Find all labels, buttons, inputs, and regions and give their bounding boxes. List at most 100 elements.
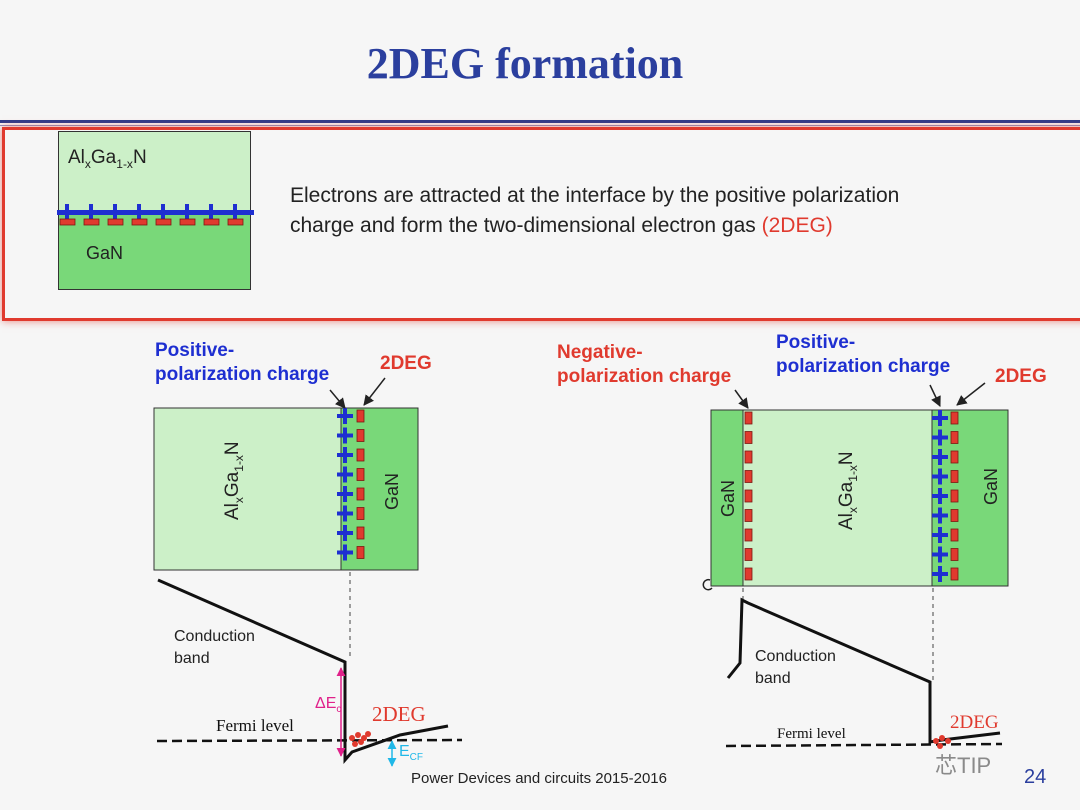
negative-charge: [179, 218, 196, 226]
top-gan-label: GaN: [86, 243, 124, 263]
top-gan-layer: [58, 225, 251, 290]
positive-charge-bar: [89, 204, 93, 220]
negative-charge: [950, 567, 959, 581]
right-left-edge-curl: [702, 578, 713, 591]
right-negative-pointer: [734, 389, 749, 409]
positive-charge-bar: [343, 486, 347, 502]
negative-charge: [744, 431, 753, 444]
left-fermi-label: Fermi level: [216, 716, 294, 735]
left-positive-label: Positive- polarization charge: [155, 339, 329, 387]
left-2deg-electrons: [349, 731, 371, 747]
top-algan-layer: [58, 131, 251, 212]
negative-charge: [356, 546, 365, 559]
left-gan-block: [340, 407, 419, 571]
left-conduction-l2: band: [174, 650, 210, 667]
positive-charge-bar: [343, 505, 347, 522]
right-conduction-l2: band: [755, 670, 791, 687]
negative-charge: [59, 218, 76, 226]
positive-charge-bar: [343, 427, 347, 444]
positive-charge-bar: [938, 566, 942, 582]
negative-charge: [356, 409, 365, 423]
explanation-text: Electrons are attracted at the interface…: [290, 181, 899, 241]
negative-charge: [356, 448, 365, 462]
right-negative-label-l1: Negative-: [557, 342, 643, 363]
highlight-box: [2, 127, 1080, 321]
right-fermi-level: [725, 742, 1003, 748]
right-interface-charges: [744, 410, 959, 582]
left-fermi-level: [156, 738, 463, 743]
positive-charge-bar: [938, 507, 942, 524]
positive-charge-bar: [343, 544, 347, 561]
top-algan-label: AlxGa1-xN: [68, 147, 147, 171]
positive-charge-bar: [938, 527, 942, 543]
negative-charge: [950, 470, 959, 483]
right-gan-left-label: GaN: [718, 480, 738, 517]
negative-charge: [203, 218, 220, 226]
right-2deg-pointer: [956, 382, 986, 406]
right-conduction-l1: Conduction: [755, 648, 836, 665]
right-positive-label-l1: Positive-: [776, 332, 856, 353]
positive-charge-bar: [233, 204, 237, 220]
explanation-line2-main: charge and form the two-dimensional elec…: [290, 214, 756, 237]
positive-charge-bar: [343, 466, 347, 483]
explanation-line1: Electrons are attracted at the interface…: [290, 184, 900, 207]
left-algan-block: [153, 407, 342, 571]
negative-charge: [950, 431, 959, 444]
left-conduction-band: [157, 578, 449, 764]
positive-charge-bar: [343, 447, 347, 463]
right-algan-label: AlxGa1-xN: [836, 451, 860, 530]
positive-charge-bar: [938, 546, 942, 563]
positive-charge-bar: [137, 204, 141, 220]
positive-charge-bar: [938, 488, 942, 504]
negative-charge: [744, 450, 753, 464]
negative-charge: [950, 489, 959, 503]
left-conduction-l1: Conduction: [174, 628, 255, 645]
right-2deg-label: 2DEG: [995, 366, 1047, 387]
negative-charge: [744, 567, 753, 581]
positive-charge-bar: [938, 468, 942, 485]
negative-charge: [950, 450, 959, 464]
right-negative-label-l2: polarization charge: [557, 366, 732, 387]
negative-charge: [950, 509, 959, 522]
negative-charge: [131, 218, 148, 226]
left-2deg-pointer: [363, 377, 386, 406]
negative-charge: [227, 218, 244, 226]
left-2deg-label: 2DEG: [380, 353, 432, 374]
positive-charge-bar: [938, 410, 942, 426]
right-positive-label: Positive- polarization charge: [776, 331, 950, 379]
left-algan-label: AlxGa1-xN: [222, 441, 246, 520]
top-interface-charges: [57, 204, 254, 226]
positive-charge-bar: [938, 429, 942, 446]
positive-charge-bar: [185, 204, 189, 220]
positive-charge-bar: [343, 525, 347, 541]
right-negative-label: Negative- polarization charge: [557, 341, 731, 389]
left-delta-ec-label: ΔEc: [315, 695, 341, 715]
negative-charge: [744, 509, 753, 522]
slide-title: 2DEG formation: [366, 39, 684, 88]
negative-charge: [744, 528, 753, 542]
left-positive-pointer: [329, 389, 346, 409]
negative-charge: [107, 218, 124, 226]
explanation-highlight: (2DEG): [761, 214, 833, 237]
positive-charge-bar: [209, 204, 213, 220]
watermark: 芯TIP: [935, 753, 992, 778]
right-gan-left-block: [710, 409, 744, 587]
negative-charge: [83, 218, 100, 226]
negative-charge: [356, 507, 365, 520]
negative-charge: [950, 528, 959, 542]
positive-charge-bar: [113, 204, 117, 220]
title-rule-thin: [0, 125, 1080, 126]
right-2deg-band-label: 2DEG: [950, 712, 999, 733]
right-positive-pointer: [929, 384, 941, 407]
title-rule: [0, 120, 1080, 123]
left-positive-label-l2: polarization charge: [155, 364, 330, 385]
negative-charge: [356, 526, 365, 540]
negative-charge: [950, 411, 959, 425]
negative-charge: [356, 487, 365, 501]
negative-charge: [155, 218, 172, 226]
right-conduction-band: [726, 597, 1001, 744]
left-ecf-label: ECF: [399, 743, 423, 763]
positive-charge-bar: [938, 449, 942, 465]
left-interface-charges: [337, 408, 365, 561]
